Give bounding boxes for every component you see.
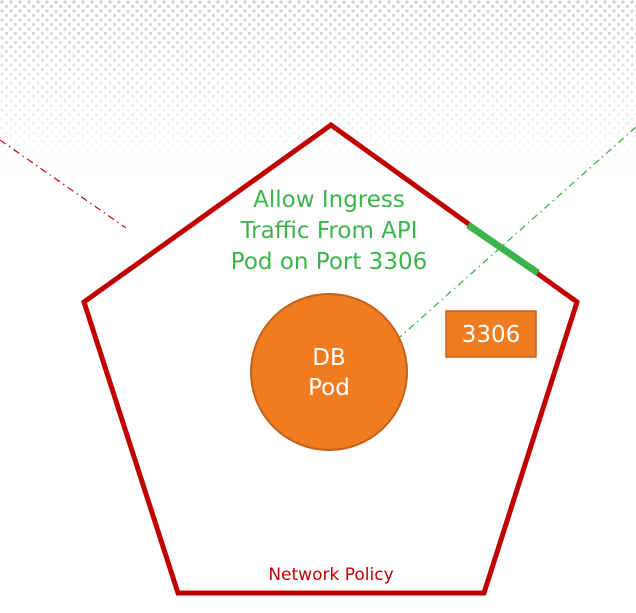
allowed-traffic-line	[399, 126, 636, 338]
db-pod-label-line-1: DB	[312, 345, 346, 371]
ingress-rule-line-2: Traffic From API	[239, 218, 417, 244]
port-box[interactable]: 3306	[445, 310, 537, 358]
db-pod-label-line-2: Pod	[308, 375, 350, 401]
port-box-label: 3306	[462, 322, 521, 348]
allowed-port-segment	[466, 222, 540, 276]
db-pod-circle[interactable]	[250, 293, 408, 451]
port-box-rect[interactable]	[445, 310, 537, 358]
ingress-rule-line-1: Allow Ingress	[253, 187, 405, 213]
background-texture	[0, 0, 636, 175]
network-policy-label: Network Policy	[268, 565, 393, 585]
db-pod[interactable]: DB Pod	[250, 293, 408, 451]
ingress-rule-line-3: Pod on Port 3306	[231, 249, 427, 275]
